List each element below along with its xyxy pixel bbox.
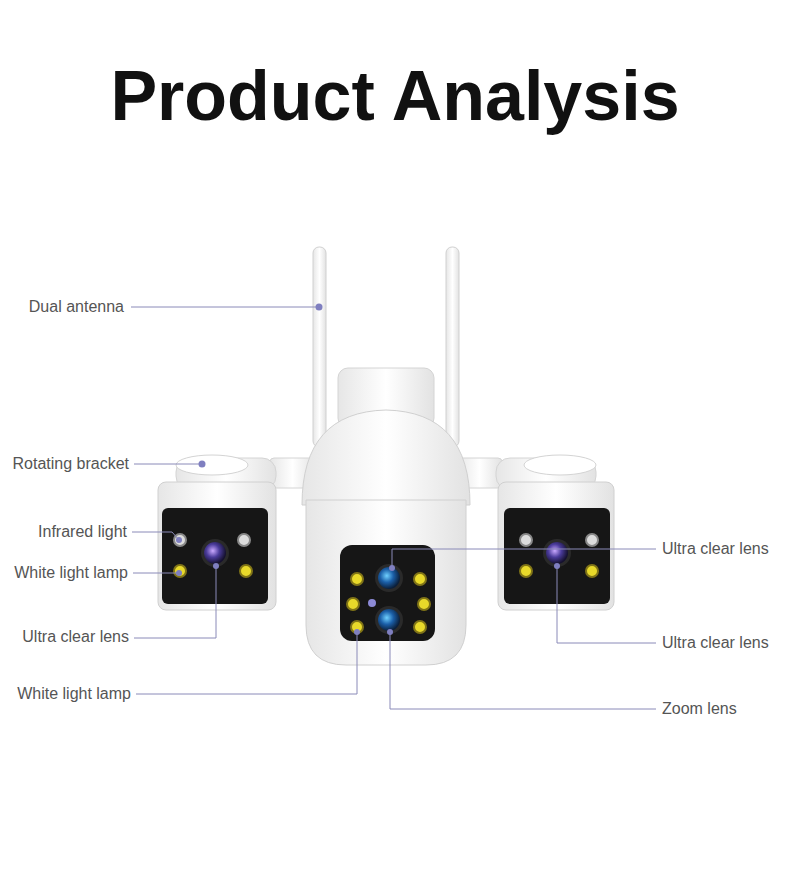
part-label: Infrared light [38,522,127,542]
part-label: Ultra clear lens [22,627,129,647]
part-label: White light lamp [14,563,128,583]
part-label: Dual antenna [29,297,124,317]
page-title: Product Analysis [0,56,790,136]
leader-lines [131,307,656,709]
part-label: White light lamp [17,684,131,704]
part-label: Zoom lens [662,699,737,719]
part-label: Ultra clear lens [662,633,769,653]
part-label: Ultra clear lens [662,539,769,559]
part-label: Rotating bracket [12,454,129,474]
